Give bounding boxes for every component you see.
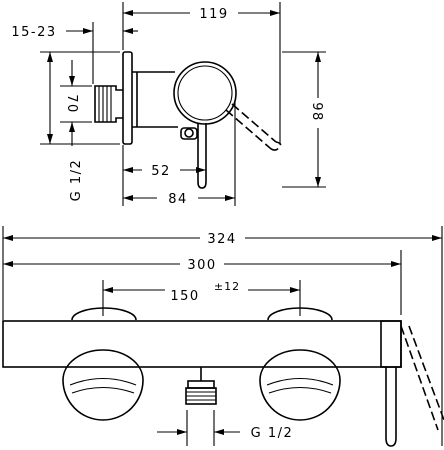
dim-plate-height (47, 52, 53, 144)
dim-119-label: 119 (199, 7, 228, 22)
dim-15-23: 15-23 (11, 25, 138, 40)
lever-up-dashed (225, 103, 282, 151)
dim-324: 324 (3, 232, 442, 247)
dim-98-label: 98 (309, 102, 324, 122)
flange-left (62, 349, 144, 421)
dim-84: 84 (123, 192, 235, 207)
dim-324-label: 324 (207, 232, 236, 247)
dim-front-thread: G 1/2 (157, 426, 294, 441)
side-view: 119 15-23 70 (11, 2, 326, 207)
dim-150-tolerance: ±12 (214, 280, 240, 293)
dim-150: 150 ±12 (103, 280, 300, 304)
dim-150-label: 150 (170, 289, 199, 304)
front-lever (380, 320, 444, 447)
lever-down (180, 123, 207, 189)
dim-52: 52 (123, 164, 206, 179)
dim-84-label: 84 (168, 192, 188, 207)
dim-98: 98 (309, 52, 324, 187)
dim-300-label: 300 (187, 258, 216, 273)
wall-plate (122, 51, 133, 145)
handle-hub (173, 61, 237, 125)
dim-70-label: 70 (64, 94, 79, 114)
front-thread-label: G 1/2 (251, 426, 294, 441)
dim-52-label: 52 (151, 164, 171, 179)
dim-70: 70 (64, 60, 79, 146)
flange-right (259, 349, 341, 421)
side-thread-label: G 1/2 (69, 159, 84, 202)
mixer-body-front (2, 320, 402, 368)
front-view: 324 300 150 ±12 (2, 226, 444, 447)
front-hose-outlet (185, 367, 217, 405)
dim-300: 300 (3, 258, 401, 273)
dim-15-23-label: 15-23 (11, 25, 56, 40)
mixer-body-side (132, 71, 178, 128)
hose-outlet (94, 85, 123, 123)
dim-119: 119 (123, 7, 280, 22)
